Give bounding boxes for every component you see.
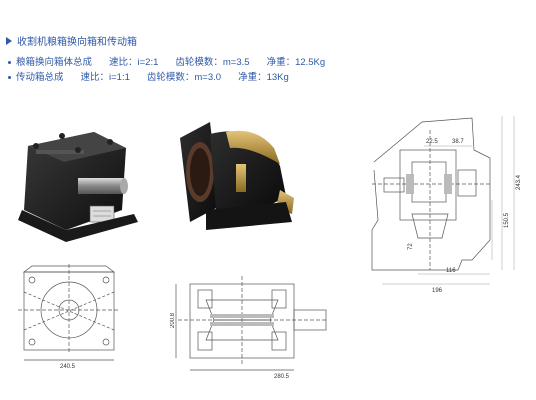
arrow-right-icon [6,36,12,45]
dim-280-5: 280.5 [274,374,290,380]
transmission-box-photo [176,118,306,240]
spec-weight: 净重：12.5Kg [266,57,326,68]
bullet-icon [8,61,11,64]
dim-38-7: 38.7 [452,139,464,145]
transmission-box-section-drawing: 200.8 280.5 [170,270,332,382]
spec-list: 粮箱换向箱体总成 速比：i=2:1 齿轮模数：m=3.5 净重：12.5Kg 传… [8,55,325,85]
reversing-box-photo [14,118,144,246]
spec-module: 齿轮模数：m=3.5 [175,57,250,68]
spec-ratio: 速比：i=2:1 [109,57,159,68]
spec-name: 粮箱换向箱体总成 [16,57,93,68]
dim-72: 72 [408,243,414,250]
spec-ratio: 速比：i=1:1 [80,72,130,83]
reversing-box-section-drawing: 22.5 38.7 243.4 150.5 72 116 196 [362,110,532,295]
dim-116: 116 [446,268,456,274]
dim-22-5: 22.5 [426,139,438,145]
dim-200-8: 200.8 [170,312,176,328]
page-title-row: 收割机粮箱换向箱和传动箱 [6,33,137,48]
spec-weight: 净重：13Kg [238,72,289,83]
page-title: 收割机粮箱换向箱和传动箱 [17,37,137,48]
spec-name: 传动箱总成 [16,72,64,83]
dim-196: 196 [432,288,443,294]
bullet-icon [8,76,11,79]
reversing-box-front-drawing: 240.5 [14,262,124,370]
dim-243-4: 243.4 [516,174,522,190]
dim-240-5: 240.5 [60,364,76,370]
spec-item-transmission-box: 传动箱总成 速比：i=1:1 齿轮模数：m=3.0 净重：13Kg [8,70,325,85]
spec-module: 齿轮模数：m=3.0 [146,72,222,83]
spec-item-reversing-box: 粮箱换向箱体总成 速比：i=2:1 齿轮模数：m=3.5 净重：12.5Kg [8,55,325,70]
dim-150-5: 150.5 [504,212,510,228]
